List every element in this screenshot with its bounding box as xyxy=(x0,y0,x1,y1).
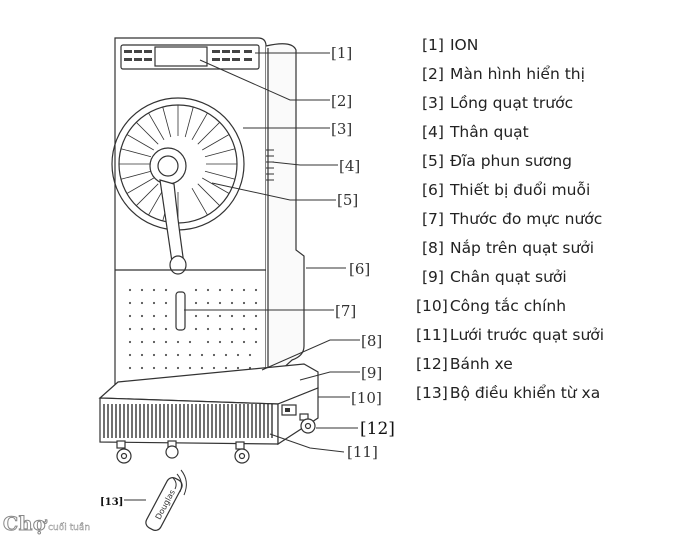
legend-item: [6] Thiết bị đuổi muỗi xyxy=(422,180,590,200)
callout-7: [7] xyxy=(335,302,356,320)
legend-text: Chân quạt sưởi xyxy=(449,268,567,286)
fan-body xyxy=(114,37,267,385)
legend-number: [11] xyxy=(416,326,448,344)
legend-number: [12] xyxy=(416,355,448,373)
legend-number: [8] xyxy=(422,239,444,257)
legend-number: [5] xyxy=(422,152,444,170)
callout-5: [5] xyxy=(337,191,358,209)
watermark-brand: Chợ xyxy=(2,513,47,536)
legend-text: Bánh xe xyxy=(449,355,513,373)
wheel-front-center xyxy=(165,440,179,459)
remote-control: Douglas xyxy=(145,469,187,531)
legend-item: [13]Bộ điều khiển từ xa xyxy=(416,383,600,403)
control-panel xyxy=(120,44,260,70)
legend-text: Thiết bị đuổi muỗi xyxy=(449,181,591,199)
legend-item: [9] Chân quạt sưởi xyxy=(422,267,567,287)
legend-number: [9] xyxy=(422,268,444,286)
legend-number: [6] xyxy=(422,181,444,199)
callout-10: [10] xyxy=(351,389,382,407)
legend-item: [3] Lồng quạt trước xyxy=(422,93,573,113)
tank-dots xyxy=(128,288,258,370)
legend-number: [13] xyxy=(416,384,448,402)
legend-text: Đĩa phun sương xyxy=(449,152,572,170)
callout-3: [3] xyxy=(331,120,352,138)
legend-item: [11]Lưới trước quạt sưởi xyxy=(416,325,604,345)
leader-lines xyxy=(124,52,360,501)
callout-11: [11] xyxy=(347,443,378,461)
fan-side-panel xyxy=(265,43,305,385)
legend-text: ION xyxy=(449,36,479,54)
wheel-front-right xyxy=(234,441,250,464)
legend-text: Thước đo mực nước xyxy=(449,210,603,228)
water-level-gauge xyxy=(175,291,186,331)
legend-item: [8] Nắp trên quạt sưởi xyxy=(422,238,594,258)
callout-8: [8] xyxy=(361,332,382,350)
display-screen xyxy=(154,46,208,67)
legend-item: [1] ION xyxy=(422,35,478,55)
legend-text: Màn hình hiển thị xyxy=(449,65,585,83)
legend-text: Thân quạt xyxy=(449,123,529,141)
legend-text: Nắp trên quạt sưởi xyxy=(449,239,595,257)
callout-13: [13] xyxy=(100,497,123,508)
callout-2: [2] xyxy=(331,92,352,110)
legend-text: Lưới trước quạt sưởi xyxy=(449,326,605,344)
legend-item: [7] Thước đo mực nước xyxy=(422,209,602,229)
callout-12: [12] xyxy=(360,419,395,439)
legend-text: Lồng quạt trước xyxy=(449,94,574,112)
callout-1: [1] xyxy=(331,44,352,62)
legend-item: [2] Màn hình hiển thị xyxy=(422,64,585,84)
callout-4: [4] xyxy=(339,157,360,175)
legend-item: [4] Thân quạt xyxy=(422,122,529,142)
legend-number: [10] xyxy=(416,297,448,315)
callout-6: [6] xyxy=(349,260,370,278)
legend-number: [1] xyxy=(422,36,444,54)
legend-number: [2] xyxy=(422,65,444,83)
legend-number: [7] xyxy=(422,210,444,228)
callout-9: [9] xyxy=(361,364,382,382)
legend-text: Bộ điều khiển từ xa xyxy=(449,384,601,402)
legend-item: [5] Đĩa phun sương xyxy=(422,151,572,171)
legend-item: [10]Công tắc chính xyxy=(416,296,566,316)
watermark-subtitle: cuối tuần xyxy=(48,523,91,533)
heater-base xyxy=(99,397,279,445)
legend-number: [3] xyxy=(422,94,444,112)
legend-number: [4] xyxy=(422,123,444,141)
legend-text: Công tắc chính xyxy=(449,297,567,315)
heater-front-grille xyxy=(103,404,273,438)
legend-item: [12]Bánh xe xyxy=(416,354,513,374)
wheel-rear-right xyxy=(299,413,316,434)
wheel-front-left xyxy=(116,440,132,464)
